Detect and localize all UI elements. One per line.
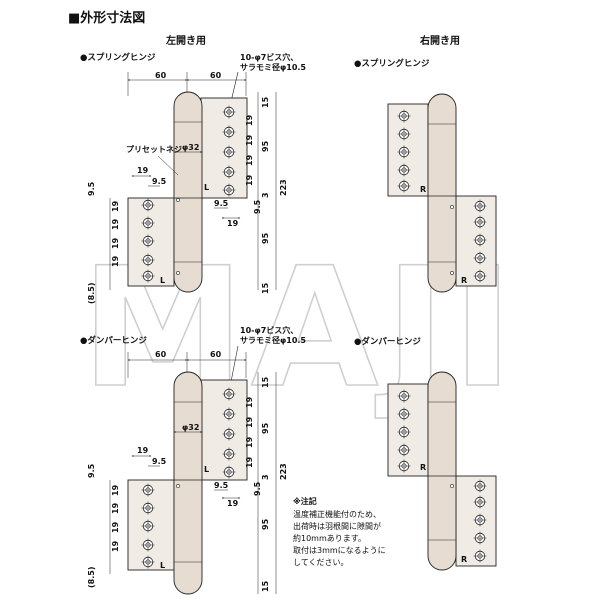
dim-223-bottom: 223 — [279, 463, 288, 480]
page-title: ■外形寸法図 — [68, 10, 145, 26]
mark-R-lower-bottom: R — [461, 555, 467, 564]
dim-9-5-h1-bottom: 9.5 — [152, 457, 167, 466]
dim-223-top: 223 — [279, 179, 288, 196]
mark-R-lower-top: R — [461, 276, 467, 285]
dim-95-r-upper-bottom: 95 — [261, 422, 270, 434]
heading-left-open: 左開き用 — [165, 34, 206, 47]
dim-phi32-bottom: φ32 — [182, 423, 199, 432]
dim-19-h1-top: 19 — [137, 166, 149, 175]
dim-19-r1-bottom: 19 — [245, 396, 254, 408]
dim-19-h2-top: 19 — [227, 219, 239, 228]
dim-8-5-l-bottom: (8.5) — [87, 567, 96, 588]
dim-9-5-h2-top: 9.5 — [214, 199, 229, 208]
dim-19-h2-bottom: 19 — [227, 499, 239, 508]
screw-note-line2-top: サラモミ径φ10.5 — [240, 62, 306, 72]
dim-19-r4-bottom: 19 — [245, 456, 254, 468]
dim-95-r-lower-top: 95 — [261, 232, 270, 244]
notes-block: ※注記 温度補正機能付のため、 出荷時は羽根間に隙間が 約10mmあります。 取… — [293, 496, 386, 567]
screw-note-line1-top: 10-φ7ビス穴、 — [240, 52, 298, 62]
dim-9-5-h2-bottom: 9.5 — [214, 481, 229, 490]
mark-R-upper-top: R — [420, 185, 426, 194]
mark-R-upper-bottom: R — [420, 463, 426, 472]
dim-95-r-upper-top: 95 — [261, 140, 270, 152]
mark-L-upper-top: L — [204, 183, 209, 192]
dim-8-5-l-top: (8.5) — [87, 283, 96, 304]
mark-L-lower-bottom: L — [160, 561, 165, 570]
dim-19-r2-top: 19 — [245, 134, 254, 146]
screw-note-line2-bottom: サラモミ径φ10.5 — [240, 335, 306, 345]
dim-19-l4-bottom: 19 — [111, 540, 120, 552]
dim-9-5-l-bottom: 9.5 — [87, 463, 96, 478]
notes-line-2: 出荷時は羽根間に隙間が — [293, 521, 381, 531]
dim-phi32-top: φ32 — [182, 143, 199, 152]
dim-3-r-bottom: 3 — [261, 474, 270, 480]
dim-19-r3-bottom: 19 — [245, 436, 254, 448]
notes-title: ※注記 — [293, 496, 317, 506]
heading-right-open: 右開き用 — [419, 34, 460, 47]
label-damper-right: ●ダンパーヒンジ — [354, 336, 421, 347]
dim-9-5-r-bottom: 9.5 — [253, 481, 262, 496]
dim-19-r4-top: 19 — [245, 174, 254, 186]
label-preset-screw: プリセットネジ — [126, 144, 182, 154]
dim-19-r1-top: 19 — [245, 114, 254, 126]
dim-60-a-top: 60 — [155, 71, 167, 80]
dim-60-b-top: 60 — [210, 71, 222, 80]
notes-line-3: 約10mmあります。 — [293, 533, 366, 543]
dim-19-l3-bottom: 19 — [111, 521, 120, 533]
dim-19-l1-bottom: 19 — [111, 484, 120, 496]
dim-60-a-bottom: 60 — [155, 350, 167, 359]
screw-note-line1-bottom: 10-φ7ビス穴、 — [240, 325, 298, 335]
dim-9-5-r-top: 9.5 — [253, 199, 262, 214]
dim-19-l1-top: 19 — [111, 200, 120, 212]
label-damper-left: ●ダンパーヒンジ — [80, 335, 147, 346]
dim-95-r-lower-bottom: 95 — [261, 518, 270, 530]
dim-15-r1-bottom: 15 — [261, 376, 270, 388]
dim-19-r2-bottom: 19 — [245, 416, 254, 428]
label-spring-right: ●スプリングヒンジ — [354, 58, 430, 69]
dim-15-r1-top: 15 — [261, 96, 270, 108]
dim-15-r2-bottom: 15 — [261, 580, 270, 592]
label-spring-left: ●スプリングヒンジ — [80, 52, 156, 63]
dim-19-l4-top: 19 — [111, 255, 120, 267]
dim-9-5-l-top: 9.5 — [87, 181, 96, 196]
dim-19-l3-top: 19 — [111, 237, 120, 249]
dim-3-r-top: 3 — [261, 192, 270, 198]
notes-line-1: 温度補正機能付のため、 — [293, 509, 381, 519]
dim-19-r3-top: 19 — [245, 154, 254, 166]
dim-60-b-bottom: 60 — [210, 350, 222, 359]
mark-L-lower-top: L — [160, 276, 165, 285]
dim-9-5-h1-top: 9.5 — [152, 177, 167, 186]
notes-line-4: 取付は3mmになるように — [293, 545, 386, 555]
mark-L-upper-bottom: L — [204, 465, 209, 474]
dim-19-l2-bottom: 19 — [111, 502, 120, 514]
dim-19-h1-bottom: 19 — [137, 446, 149, 455]
dim-15-r2-top: 15 — [261, 282, 270, 294]
dim-19-l2-top: 19 — [111, 218, 120, 230]
notes-line-5: してください。 — [293, 558, 349, 567]
